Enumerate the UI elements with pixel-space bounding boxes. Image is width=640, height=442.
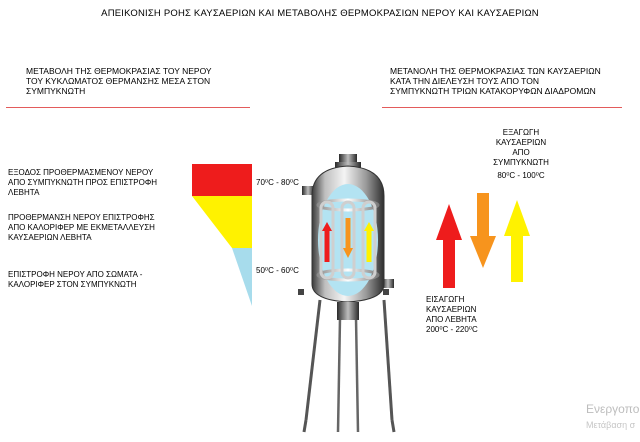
condenser-side-nozzle-right bbox=[382, 279, 394, 288]
label-line: ΕΠΙΣΤΡΟΦΗ ΝΕΡΟΥ ΑΠΟ ΣΩΜΑΤΑ - bbox=[8, 270, 143, 279]
exhaust-heading-line-1: ΜΕΤΑΝΟΛΗ ΤΗΣ ΘΕΡΜΟΚΡΑΣΙΑΣ ΤΩΝ ΚΑΥΣΑΕΡΙΩΝ bbox=[390, 66, 601, 76]
label-line: ΚΑΥΣΑΕΡΙΩΝ bbox=[426, 305, 477, 314]
exhaust-section-heading: ΜΕΤΑΝΟΛΗ ΤΗΣ ΘΕΡΜΟΚΡΑΣΙΑΣ ΤΩΝ ΚΑΥΣΑΕΡΙΩΝ… bbox=[390, 66, 620, 96]
activation-watermark-line-1: Ενεργοπο bbox=[586, 402, 640, 416]
diagram-title: ΑΠΕΙΚΟΝΙΣΗ ΡΟΗΣ ΚΑΥΣΑΕΡΙΩΝ ΚΑΙ ΜΕΤΑΒΟΛΗΣ… bbox=[101, 8, 539, 19]
exhaust-heading-line-3: ΣΥΜΠΥΚΝΩΤΗ ΤΡΙΩΝ ΚΑΤΑΚΟΡΥΦΩΝ ΔΙΑΔΡΟΜΩΝ bbox=[390, 86, 596, 96]
label-exhaust-inlet: ΕΙΣΑΓΩΓΗ ΚΑΥΣΑΕΡΙΩΝ ΑΠΟ ΛΕΒΗΤΑ 200⁰C - 2… bbox=[426, 295, 516, 335]
inner-arrow-red-up bbox=[322, 222, 332, 262]
label-preheated-water-exit: ΕΞΟΔΟΣ ΠΡΟΘΕΡΜΑΣΜΕΝΟΥ ΝΕΡΟΥ ΑΠΟ ΣΥΜΠΥΚΝΩ… bbox=[8, 168, 198, 198]
label-line: ΣΥΜΠΥΚΝΩΤΗ bbox=[493, 158, 549, 167]
water-wedge-red bbox=[192, 164, 252, 196]
exhaust-arrow-yellow-up bbox=[504, 200, 530, 282]
label-line: ΑΠΟ bbox=[512, 148, 530, 157]
water-section-heading: ΜΕΤΑΒΟΛΗ ΤΗΣ ΘΕΡΜΟΚΡΑΣΙΑΣ ΤΟΥ ΝΕΡΟΥ ΤΟΥ … bbox=[26, 66, 246, 96]
water-heading-line-1: ΜΕΤΑΒΟΛΗ ΤΗΣ ΘΕΡΜΟΚΡΑΣΙΑΣ ΤΟΥ ΝΕΡΟΥ bbox=[26, 66, 212, 76]
condenser-tubes bbox=[316, 198, 380, 282]
label-line: 200⁰C - 220⁰C bbox=[426, 325, 478, 334]
water-temp-low: 50⁰C - 60⁰C bbox=[256, 266, 299, 275]
exhaust-heading-line-2: ΚΑΤΑ ΤΗΝ ΔΙΕΛΕΥΣΗ ΤΟΥΣ ΑΠΟ ΤΟΝ bbox=[390, 76, 539, 86]
label-line: ΑΠΟ ΣΥΜΠΥΚΝΩΤΗ ΠΡΟΣ ΕΠΙΣΤΡΟΦΗ bbox=[8, 178, 157, 187]
label-line: ΕΞΟΔΟΣ ΠΡΟΘΕΡΜΑΣΜΕΝΟΥ ΝΕΡΟΥ bbox=[8, 168, 154, 177]
condenser-top-nozzle bbox=[335, 154, 361, 168]
condenser-side-nozzle-left bbox=[302, 186, 314, 195]
label-exhaust-outlet: ΕΞΑΓΩΓΗ ΚΑΥΣΑΕΡΙΩΝ ΑΠΟ ΣΥΜΠΥΚΝΩΤΗ 80⁰C -… bbox=[466, 128, 576, 181]
water-wedge-yellow bbox=[192, 196, 252, 248]
label-return-water-preheating: ΠΡΟΘΕΡΜΑΝΣΗ ΝΕΡΟΥ ΕΠΙΣΤΡΟΦΗΣ ΑΠΟ ΚΑΛΟΡΙΦ… bbox=[8, 213, 198, 243]
condenser-bottom-outlet bbox=[337, 302, 359, 320]
water-temp-high: 70⁰C - 80⁰C bbox=[256, 178, 299, 187]
label-line: ΕΞΑΓΩΓΗ bbox=[502, 128, 540, 137]
water-heading-line-3: ΣΥΜΠΥΚΝΩΤΗ bbox=[26, 86, 86, 96]
label-line: ΕΙΣΑΓΩΓΗ bbox=[426, 295, 465, 304]
activation-watermark-line-2: Μετάβαση σ bbox=[586, 420, 636, 430]
label-line: ΛΕΒΗΤΑ bbox=[8, 188, 40, 197]
inner-arrow-yellow-up bbox=[364, 222, 374, 262]
exhaust-arrow-orange-down bbox=[470, 193, 496, 268]
label-line: ΑΠΟ ΛΕΒΗΤΑ bbox=[426, 315, 477, 324]
water-section-divider bbox=[6, 107, 250, 108]
inner-arrow-orange-down bbox=[343, 218, 353, 258]
water-wedge-lightblue bbox=[232, 248, 252, 306]
label-line: ΚΑΥΣΑΕΡΙΩΝ ΛΕΒΗΤΑ bbox=[8, 233, 92, 242]
label-line: ΑΠΟ ΚΑΛΟΡΙΦΕΡ ΜΕ ΕΚΜΕΤΑΛΛΕΥΣΗ bbox=[8, 223, 155, 232]
exhaust-section-divider bbox=[382, 107, 622, 108]
label-line: ΚΑΛΟΡΙΦΕΡ ΣΤΟΝ ΣΥΜΠΥΚΝΩΤΗ bbox=[8, 280, 137, 289]
exhaust-arrow-red-up bbox=[436, 204, 462, 288]
condenser-stand bbox=[298, 289, 396, 433]
water-heading-line-2: ΤΟΥ ΚΥΚΛΩΜΑΤΟΣ ΘΕΡΜΑΝΣΗΣ ΜΕΣΑ ΣΤΟΝ bbox=[26, 76, 211, 86]
label-radiator-water-return: ΕΠΙΣΤΡΟΦΗ ΝΕΡΟΥ ΑΠΟ ΣΩΜΑΤΑ - ΚΑΛΟΡΙΦΕΡ Σ… bbox=[8, 270, 198, 290]
label-line: ΠΡΟΘΕΡΜΑΝΣΗ ΝΕΡΟΥ ΕΠΙΣΤΡΟΦΗΣ bbox=[8, 213, 155, 222]
label-line: 80⁰C - 100⁰C bbox=[497, 171, 545, 180]
label-line: ΚΑΥΣΑΕΡΙΩΝ bbox=[495, 138, 547, 147]
